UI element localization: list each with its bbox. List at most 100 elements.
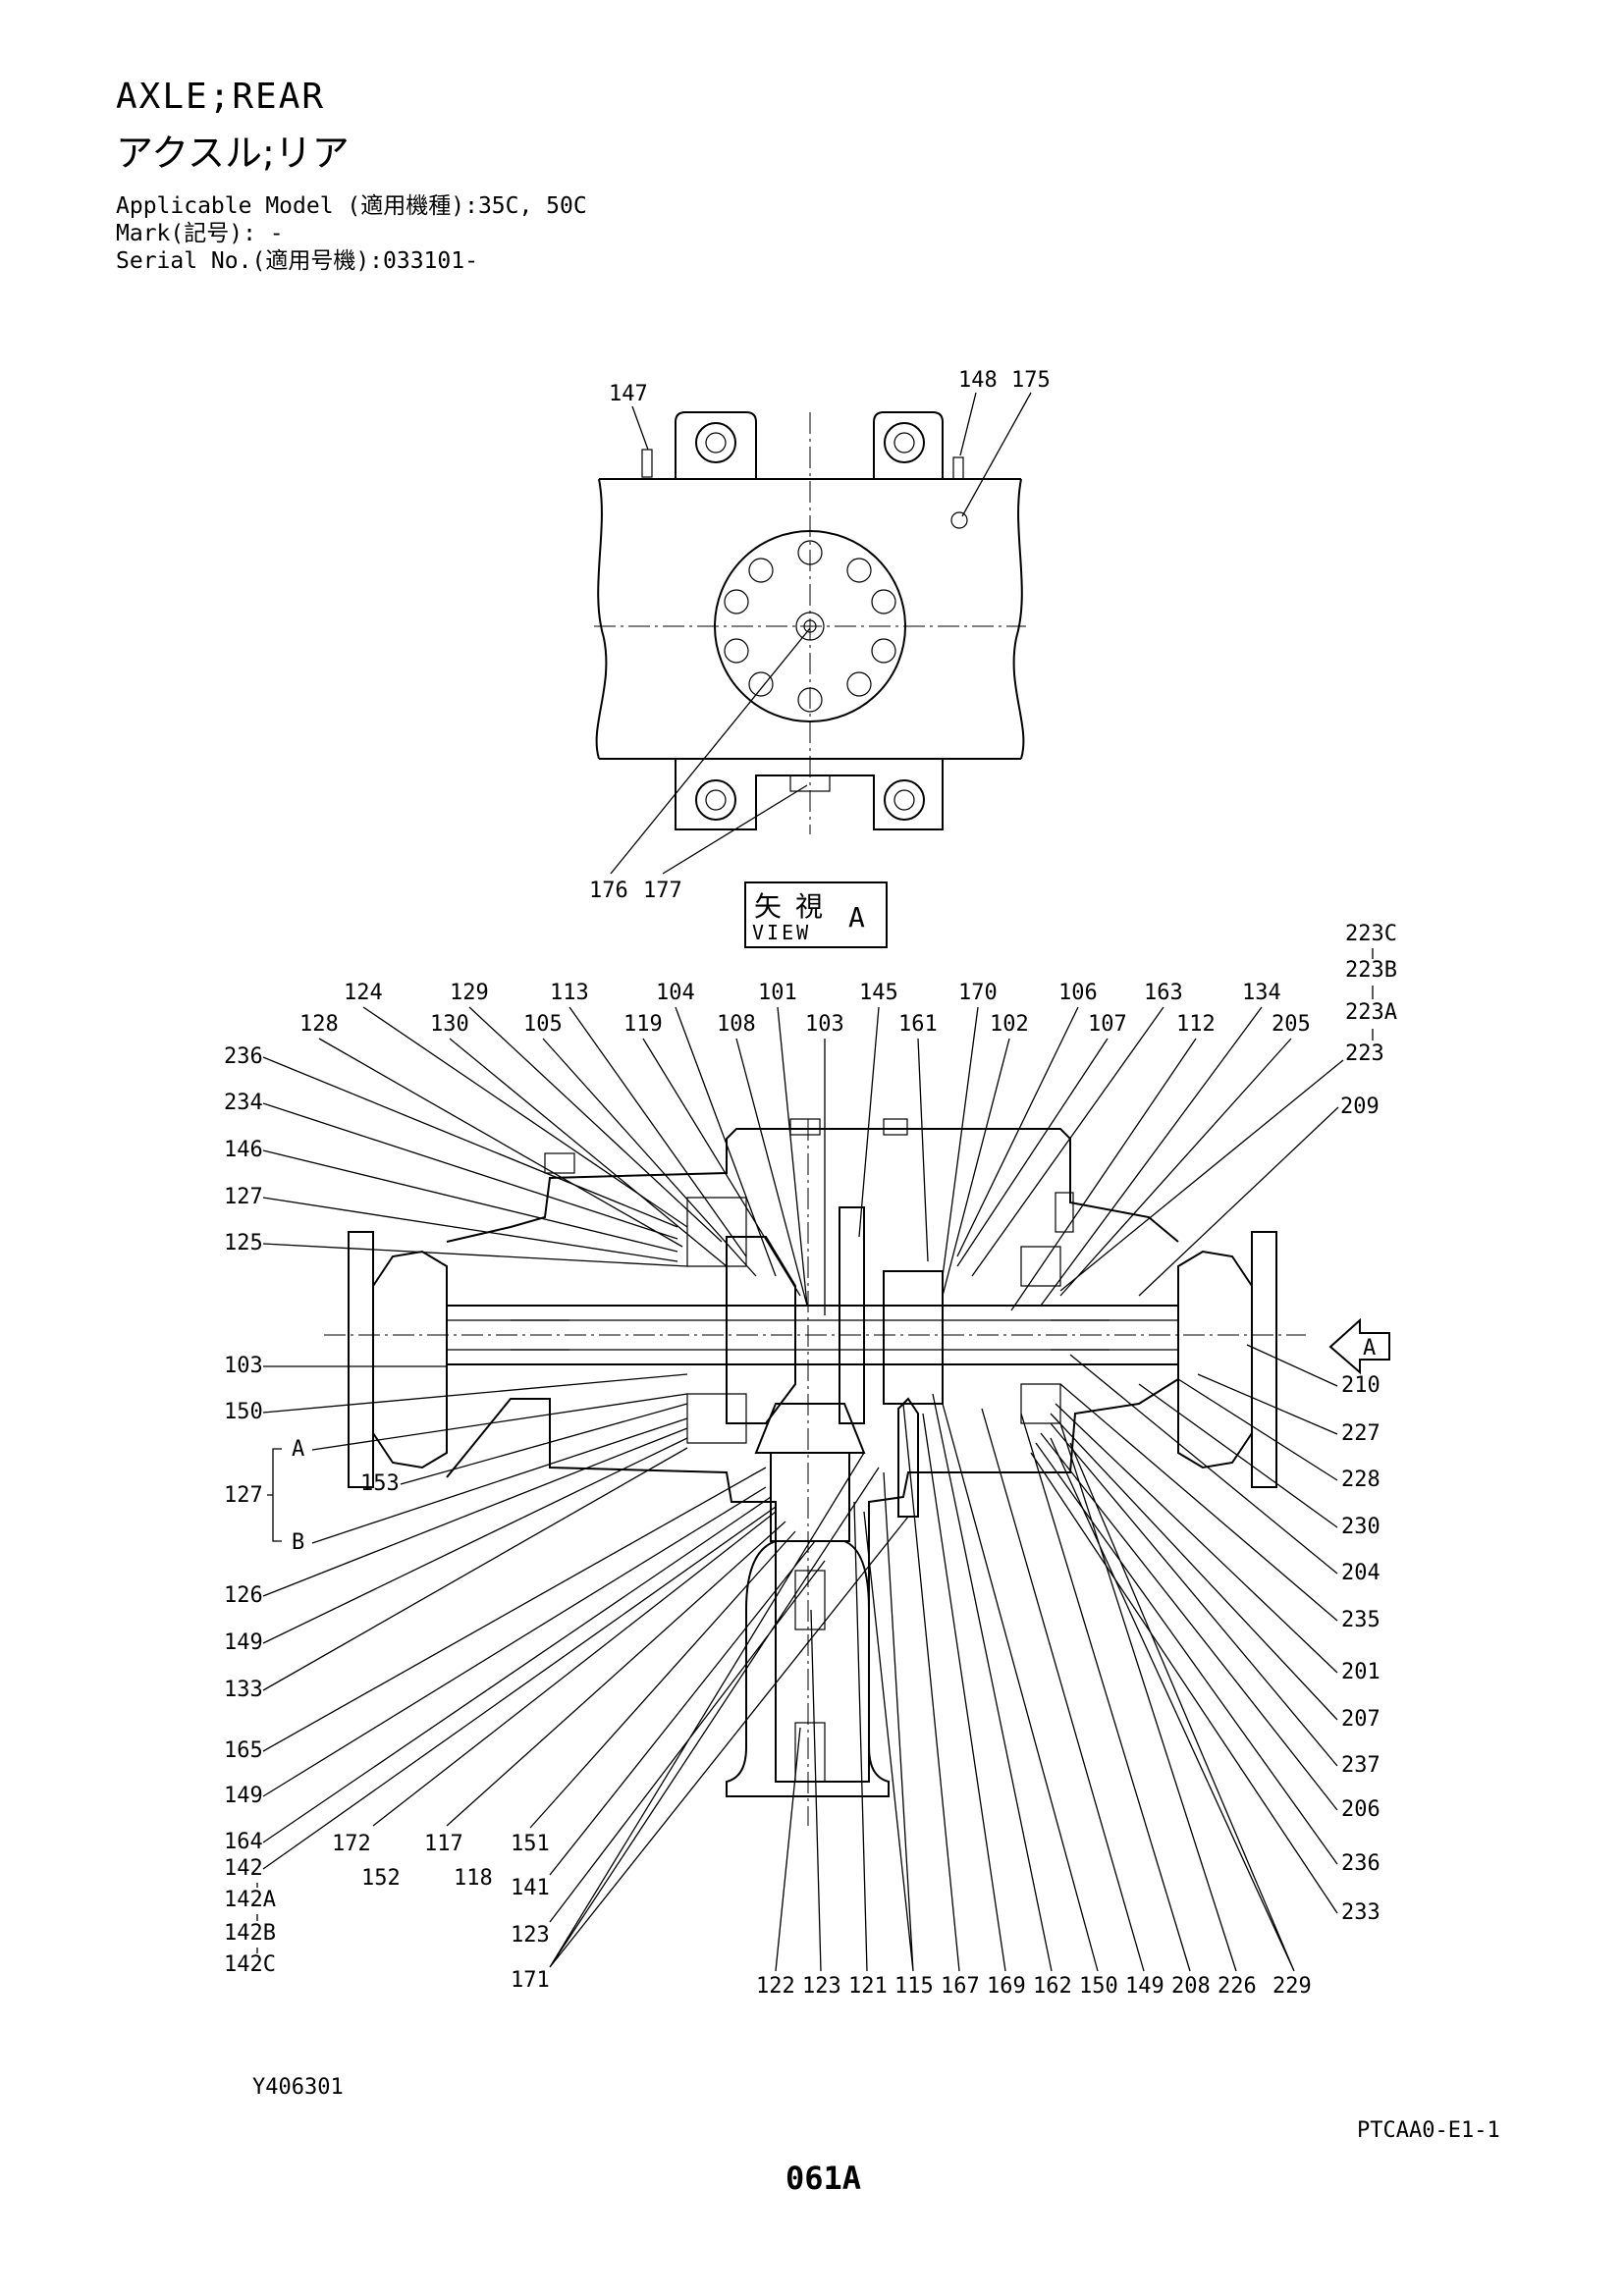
callout-163: 163 (1144, 981, 1183, 1005)
callout-121: 121 (848, 1974, 888, 1999)
view-label-japanese: 矢視 (754, 890, 838, 923)
callout-161: 161 (898, 1012, 938, 1037)
callout-223: 223 (1345, 1041, 1384, 1066)
callout-142A: 142A (224, 1888, 276, 1912)
callout-223C: 223C (1345, 922, 1397, 946)
bottom-left-callouts: 172 152 117 118 151 141 123 171 (332, 1452, 909, 1993)
callout-229: 229 (1272, 1974, 1312, 1999)
callout-123-left: 123 (511, 1923, 550, 1948)
callout-147: 147 (609, 382, 648, 406)
callout-237: 237 (1341, 1753, 1380, 1778)
mark-line: Mark(記号): - (116, 221, 284, 246)
serial-number: Serial No.(適用号機):033101- (116, 248, 478, 274)
callout-127A: A (292, 1437, 304, 1462)
callout-127B: B (292, 1530, 304, 1555)
callout-169: 169 (987, 1974, 1026, 1999)
callout-223A: 223A (1345, 1000, 1397, 1025)
callout-148: 148 (958, 368, 998, 393)
callout-233: 233 (1341, 1900, 1380, 1925)
callout-151: 151 (511, 1832, 550, 1856)
callout-104: 104 (656, 981, 695, 1005)
callout-208: 208 (1171, 1974, 1211, 1999)
callout-209: 209 (1340, 1095, 1380, 1119)
view-a-housing (594, 411, 1026, 834)
callout-127-group: 127 (224, 1483, 263, 1508)
callout-170: 170 (958, 981, 998, 1005)
callout-142: 142 (224, 1856, 263, 1881)
callout-164: 164 (224, 1830, 263, 1854)
callout-101: 101 (758, 981, 797, 1005)
callout-175: 175 (1011, 368, 1051, 393)
page-number: 061A (785, 2160, 862, 2197)
callout-108: 108 (717, 1012, 756, 1037)
axle-cross-section (324, 1118, 1306, 1826)
callout-122: 122 (756, 1974, 795, 1999)
callout-106: 106 (1058, 981, 1098, 1005)
callout-113: 113 (550, 981, 589, 1005)
callout-230: 230 (1341, 1515, 1380, 1539)
callout-123-bottom: 123 (802, 1974, 841, 1999)
callout-234: 234 (224, 1091, 263, 1115)
callout-127-upper: 127 (224, 1185, 263, 1209)
svg-text:A: A (1363, 1336, 1376, 1361)
callout-118: 118 (454, 1866, 493, 1891)
callout-205: 205 (1272, 1012, 1311, 1037)
callout-107: 107 (1088, 1012, 1127, 1037)
view-a-label-box: 矢視 VIEW A (744, 881, 888, 948)
catalog-code: PTCAA0-E1-1 (1357, 2118, 1500, 2143)
callout-223B: 223B (1345, 958, 1397, 983)
callout-235: 235 (1341, 1608, 1380, 1632)
callout-201: 201 (1341, 1660, 1380, 1684)
callout-172: 172 (332, 1832, 371, 1856)
callout-128: 128 (299, 1012, 339, 1037)
callout-228: 228 (1341, 1468, 1380, 1492)
callout-236-right: 236 (1341, 1851, 1380, 1876)
view-label-english: VIEW (752, 921, 812, 944)
drawing-number: Y406301 (252, 2075, 344, 2100)
callout-115: 115 (894, 1974, 934, 1999)
callout-176: 176 (589, 879, 628, 903)
view-a-arrow: A (1328, 1317, 1390, 1375)
callout-177: 177 (643, 879, 682, 903)
callout-102: 102 (990, 1012, 1029, 1037)
callout-103-top: 103 (805, 1012, 844, 1037)
callout-236-left: 236 (224, 1044, 263, 1069)
top-callouts: 124 129 113 104 101 145 170 106 163 134 … (299, 922, 1397, 1315)
callout-105: 105 (523, 1012, 563, 1037)
callout-150-bottom: 150 (1079, 1974, 1118, 1999)
callout-133: 133 (224, 1678, 263, 1702)
callout-134: 134 (1242, 981, 1281, 1005)
view-a-callouts: 147 148 175 176 177 (589, 368, 1051, 903)
callout-142B: 142B (224, 1921, 276, 1946)
callout-152: 152 (361, 1866, 401, 1891)
callout-149-b: 149 (224, 1784, 263, 1808)
callout-124: 124 (344, 981, 383, 1005)
callout-130: 130 (430, 1012, 469, 1037)
callout-149-a: 149 (224, 1630, 263, 1655)
callout-125: 125 (224, 1231, 263, 1255)
callout-227: 227 (1341, 1421, 1380, 1446)
bottom-callouts: 122 123 121 115 167 169 162 150 149 208 … (756, 1393, 1312, 1999)
callout-171: 171 (511, 1968, 550, 1993)
callout-162: 162 (1033, 1974, 1072, 1999)
title-english: AXLE;REAR (116, 77, 326, 117)
right-callouts: 210 227 228 230 204 235 201 207 237 206 … (1030, 1344, 1380, 1925)
callout-119: 119 (623, 1012, 663, 1037)
callout-142C: 142C (224, 1952, 276, 1977)
callout-210: 210 (1341, 1373, 1380, 1398)
callout-226: 226 (1218, 1974, 1257, 1999)
callout-103-left: 103 (224, 1354, 263, 1378)
title-japanese: アクスル;リア (116, 132, 350, 175)
callout-126: 126 (224, 1583, 263, 1608)
callout-206: 206 (1341, 1797, 1380, 1822)
callout-129: 129 (450, 981, 489, 1005)
callout-165: 165 (224, 1738, 263, 1763)
applicable-model: Applicable Model (適用機種):35C, 50C (116, 193, 587, 219)
callout-153: 153 (360, 1471, 400, 1496)
left-callouts: 236 234 146 127 125 103 150 A 153 127 B … (224, 1044, 777, 1977)
view-label-letter: A (848, 901, 865, 934)
callout-207: 207 (1341, 1707, 1380, 1732)
callout-141: 141 (511, 1876, 550, 1900)
callout-167: 167 (941, 1974, 980, 1999)
